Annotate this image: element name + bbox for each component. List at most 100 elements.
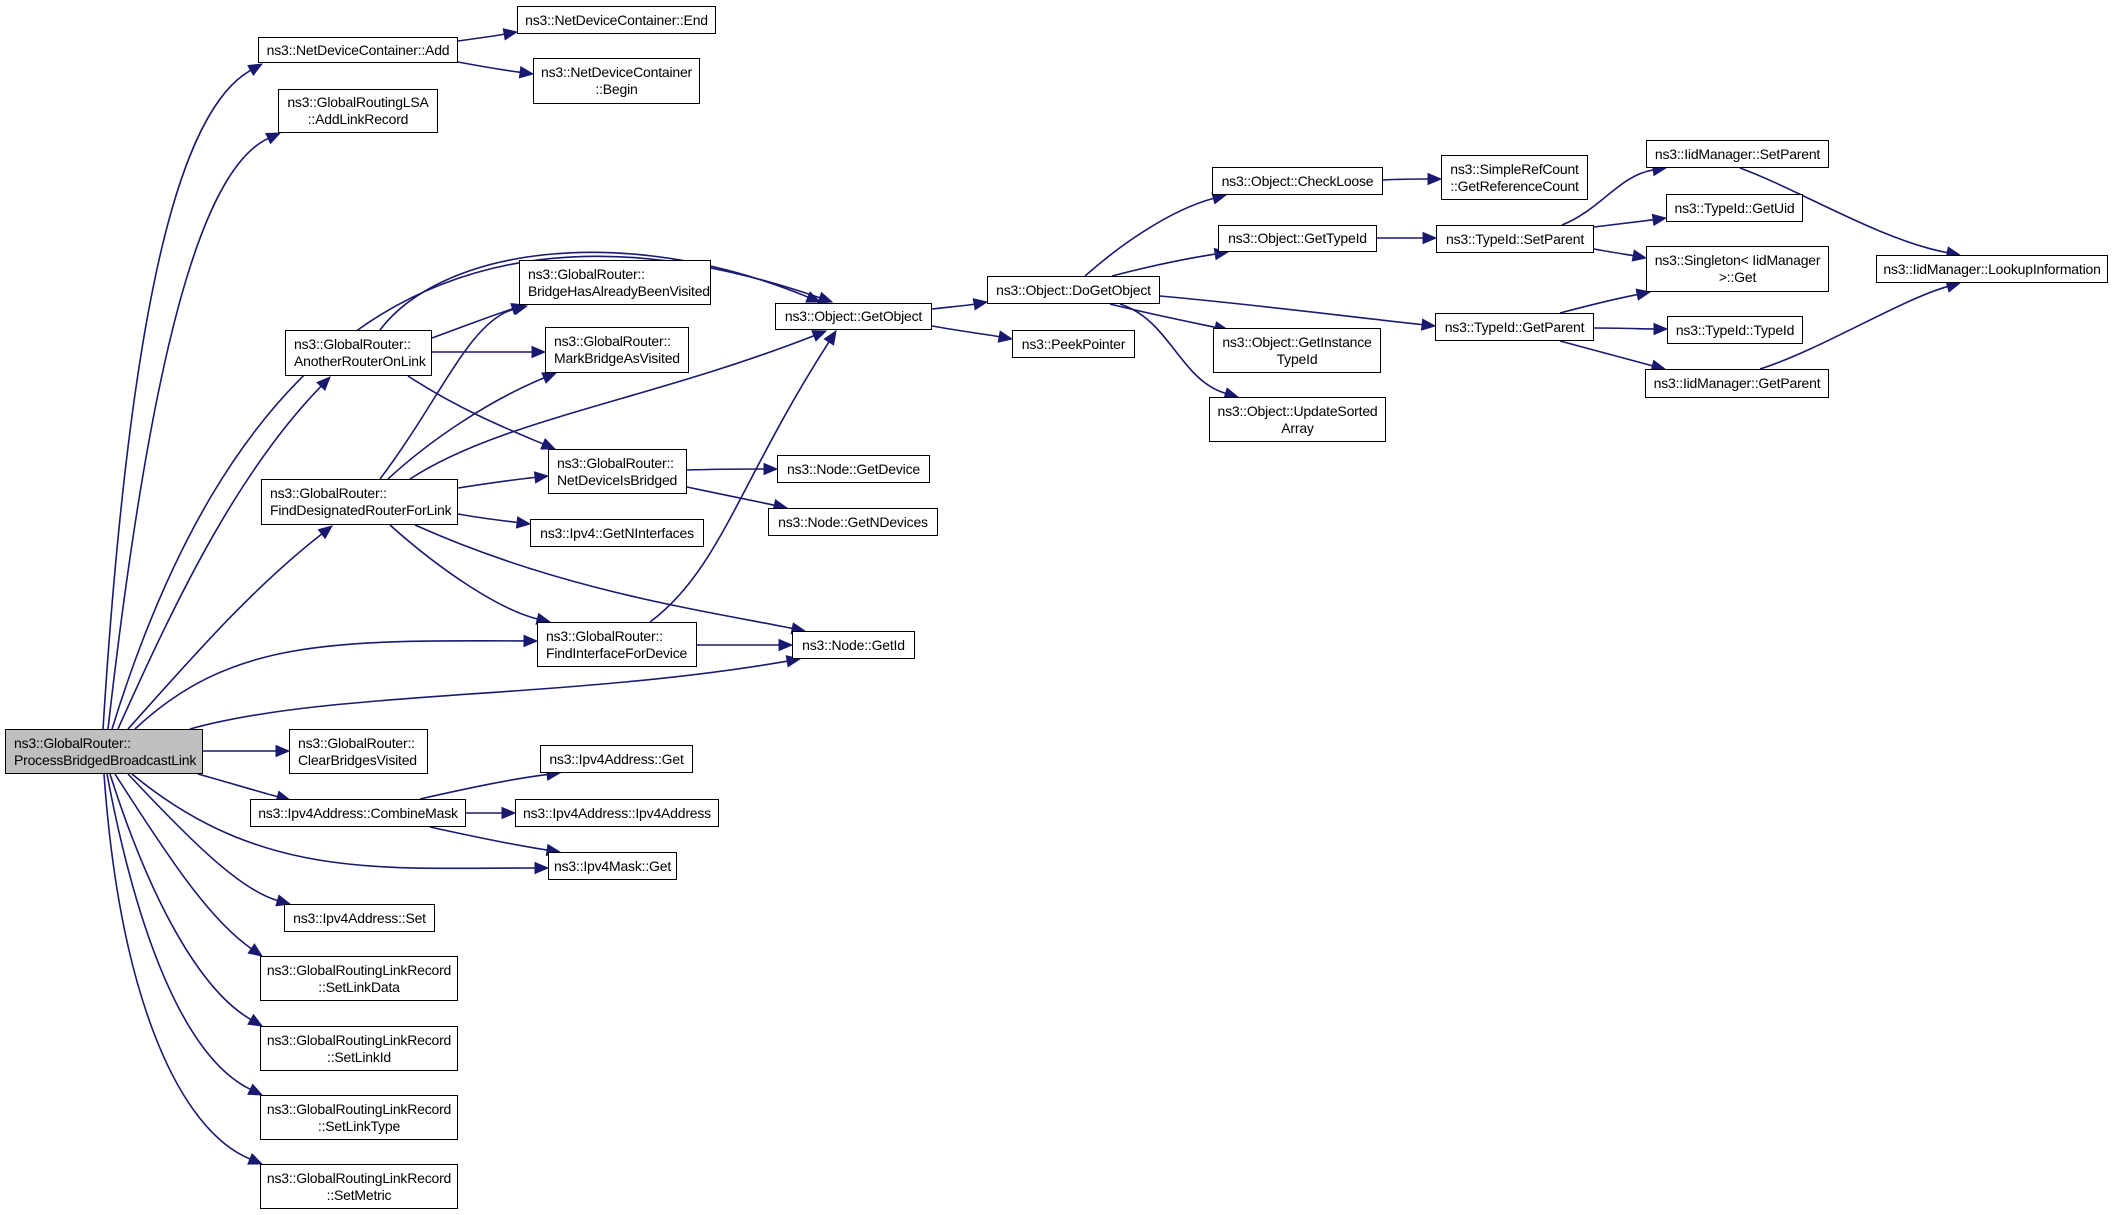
edge-process-bridged-broadcast-link-to-ndc-add [102, 69, 252, 730]
node-get-reference-count[interactable]: ns3::SimpleRefCount::GetReferenceCount [1441, 155, 1588, 200]
node-set-metric[interactable]: ns3::GlobalRoutingLinkRecord::SetMetric [260, 1164, 458, 1209]
node-ipv4-address-get[interactable]: ns3::Ipv4Address::Get [540, 745, 693, 773]
node-get-ninterfaces[interactable]: ns3::Ipv4::GetNInterfaces [530, 519, 704, 547]
edge-process-bridged-broadcast-link-to-node-get-id [189, 660, 788, 730]
node-set-link-data[interactable]: ns3::GlobalRoutingLinkRecord::SetLinkDat… [260, 956, 458, 1001]
node-label-line: ::SetLinkData [318, 978, 400, 995]
node-label-line: ns3::Object::DoGetObject [996, 281, 1151, 298]
node-type-id-type-id[interactable]: ns3::TypeId::TypeId [1667, 316, 1803, 344]
node-find-designated-router-for-link[interactable]: ns3::GlobalRouter::FindDesignatedRouterF… [261, 479, 458, 525]
node-add-link-record[interactable]: ns3::GlobalRoutingLSA::AddLinkRecord [278, 89, 438, 133]
node-label-line: ::AddLinkRecord [307, 111, 409, 127]
arrowhead-icon [763, 462, 779, 476]
node-set-link-id[interactable]: ns3::GlobalRoutingLinkRecord::SetLinkId [260, 1026, 458, 1071]
edge-process-bridged-broadcast-link-to-set-link-data [114, 773, 252, 950]
node-object-get-type-id[interactable]: ns3::Object::GetTypeId [1218, 225, 1377, 252]
node-net-device-is-bridged[interactable]: ns3::GlobalRouter::NetDeviceIsBridged [548, 449, 687, 494]
node-node-get-device[interactable]: ns3::Node::GetDevice [777, 455, 930, 483]
node-label-line: ns3::TypeId::GetParent [1444, 318, 1585, 335]
node-type-id-get-parent[interactable]: ns3::TypeId::GetParent [1435, 313, 1594, 341]
node-label-line: ns3::Object::GetInstance [1222, 333, 1372, 350]
node-label-line: ns3::GlobalRoutingLinkRecord [266, 1100, 452, 1117]
node-ndc-add[interactable]: ns3::NetDeviceContainer::Add [258, 37, 458, 63]
edge-another-router-on-link-to-get-object [379, 251, 809, 331]
edge-find-designated-router-for-link-to-get-ninterfaces [457, 513, 518, 524]
node-find-interface-for-device[interactable]: ns3::GlobalRouter::FindInterfaceForDevic… [537, 622, 697, 667]
arrowhead-icon [1420, 318, 1437, 331]
arrowhead-icon [823, 329, 837, 346]
node-label-line: ns3::Ipv4Address::Set [293, 909, 426, 926]
arrowhead-icon [805, 291, 822, 303]
edge-find-designated-router-for-link-to-node-get-id [414, 524, 793, 630]
node-clear-bridges-visited[interactable]: ns3::GlobalRouter::ClearBridgesVisited [289, 729, 428, 774]
node-ndc-end[interactable]: ns3::NetDeviceContainer::End [517, 6, 716, 34]
edge-iid-manager-get-parent-to-lookup-information [1759, 285, 1948, 370]
edge-get-object-to-peek-pointer [931, 325, 1000, 338]
node-another-router-on-link[interactable]: ns3::GlobalRouter::AnotherRouterOnLink [285, 330, 432, 376]
arrowhead-icon [247, 1153, 264, 1165]
edge-do-get-object-to-update-sorted-array [1119, 303, 1226, 395]
node-node-get-id[interactable]: ns3::Node::GetId [792, 631, 915, 659]
edge-process-bridged-broadcast-link-to-add-link-record [107, 137, 269, 730]
node-check-loose[interactable]: ns3::Object::CheckLoose [1212, 167, 1383, 195]
edge-do-get-object-to-check-loose [1084, 197, 1214, 277]
edge-process-bridged-broadcast-link-to-set-metric [103, 773, 251, 1160]
arrowhead-icon [247, 63, 264, 77]
edge-do-get-object-to-object-get-type-id [1111, 253, 1216, 277]
node-ipv4-address-ctor[interactable]: ns3::Ipv4Address::Ipv4Address [515, 799, 719, 827]
node-type-id-get-uid[interactable]: ns3::TypeId::GetUid [1666, 194, 1803, 222]
root-node-process-bridged-broadcast-link[interactable]: ns3::GlobalRouter::ProcessBridgedBroadca… [5, 729, 203, 774]
edge-process-bridged-broadcast-link-to-another-router-on-link [117, 385, 322, 730]
node-label-line: ns3::Object::GetObject [784, 308, 923, 324]
node-label-line: ns3::TypeId::SetParent [1445, 230, 1585, 247]
edge-ndc-add-to-ndc-begin [457, 61, 521, 74]
arrowhead-icon [518, 66, 535, 79]
node-do-get-object[interactable]: ns3::Object::DoGetObject [987, 276, 1160, 304]
node-combine-mask[interactable]: ns3::Ipv4Address::CombineMask [250, 799, 466, 827]
node-label-line: AnotherRouterOnLink [294, 353, 426, 369]
node-iid-manager-set-parent[interactable]: ns3::IidManager::SetParent [1646, 140, 1829, 168]
node-ndc-begin[interactable]: ns3::NetDeviceContainer::Begin [533, 58, 700, 104]
arrowhead-icon [1651, 213, 1668, 227]
node-label-line: ns3::NetDeviceContainer [540, 64, 693, 80]
node-set-link-type[interactable]: ns3::GlobalRoutingLinkRecord::SetLinkTyp… [260, 1095, 458, 1140]
node-label-line: ns3::NetDeviceContainer::End [525, 11, 708, 28]
node-ipv4-address-set[interactable]: ns3::Ipv4Address::Set [284, 904, 435, 932]
node-peek-pointer[interactable]: ns3::PeekPointer [1012, 330, 1135, 358]
node-ipv4-mask-get[interactable]: ns3::Ipv4Mask::Get [548, 852, 677, 880]
edge-another-router-on-link-to-bridge-has-already-been-visited [431, 308, 513, 339]
node-label-line: ns3::Ipv4Mask::Get [554, 857, 672, 874]
node-bridge-has-already-been-visited[interactable]: ns3::GlobalRouter::BridgeHasAlreadyBeenV… [519, 260, 711, 305]
edge-iid-manager-set-parent-to-lookup-information [1739, 167, 1948, 254]
edge-process-bridged-broadcast-link-to-set-link-id [109, 773, 252, 1021]
node-label-line: FindDesignatedRouterForLink [270, 502, 452, 518]
arrowhead-icon [778, 638, 794, 652]
node-type-id-set-parent[interactable]: ns3::TypeId::SetParent [1436, 225, 1594, 253]
node-label-line: ns3::Object::CheckLoose [1221, 172, 1374, 189]
node-label-line: ns3::GlobalRoutingLinkRecord [266, 1169, 452, 1186]
node-label-line: ns3::GlobalRoutingLSA [287, 94, 429, 110]
edge-process-bridged-broadcast-link-to-find-designated-router-for-link [127, 533, 323, 730]
edge-type-id-get-parent-to-iid-manager-get-parent [1559, 340, 1653, 367]
edge-process-bridged-broadcast-link-to-ipv4-mask-get [131, 773, 536, 870]
edge-process-bridged-broadcast-link-to-ipv4-address-set [127, 773, 278, 902]
node-label-line: Array [1281, 419, 1314, 436]
node-singleton-get[interactable]: ns3::Singleton< IidManager>::Get [1646, 246, 1829, 292]
node-node-get-ndevices[interactable]: ns3::Node::GetNDevices [768, 508, 938, 536]
arrowhead-icon [512, 303, 529, 316]
node-get-object[interactable]: ns3::Object::GetObject [775, 303, 932, 330]
node-label-line: ns3::SimpleRefCount [1450, 160, 1579, 177]
edge-type-id-set-parent-to-singleton-get [1593, 248, 1634, 257]
edge-find-designated-router-for-link-to-net-device-is-bridged [457, 476, 536, 489]
arrowhead-icon [317, 525, 334, 540]
node-mark-bridge-as-visited[interactable]: ns3::GlobalRouter::MarkBridgeAsVisited [545, 327, 689, 373]
arrowhead-icon [533, 471, 550, 484]
node-label-line: ::SetMetric [326, 1186, 392, 1203]
node-label-line: ns3::Object::GetTypeId [1228, 230, 1367, 246]
edge-find-designated-router-for-link-to-bridge-has-already-been-visited [379, 308, 515, 480]
node-lookup-information[interactable]: ns3::IidManager::LookupInformation [1876, 255, 2108, 283]
node-iid-manager-get-parent[interactable]: ns3::IidManager::GetParent [1645, 369, 1829, 398]
